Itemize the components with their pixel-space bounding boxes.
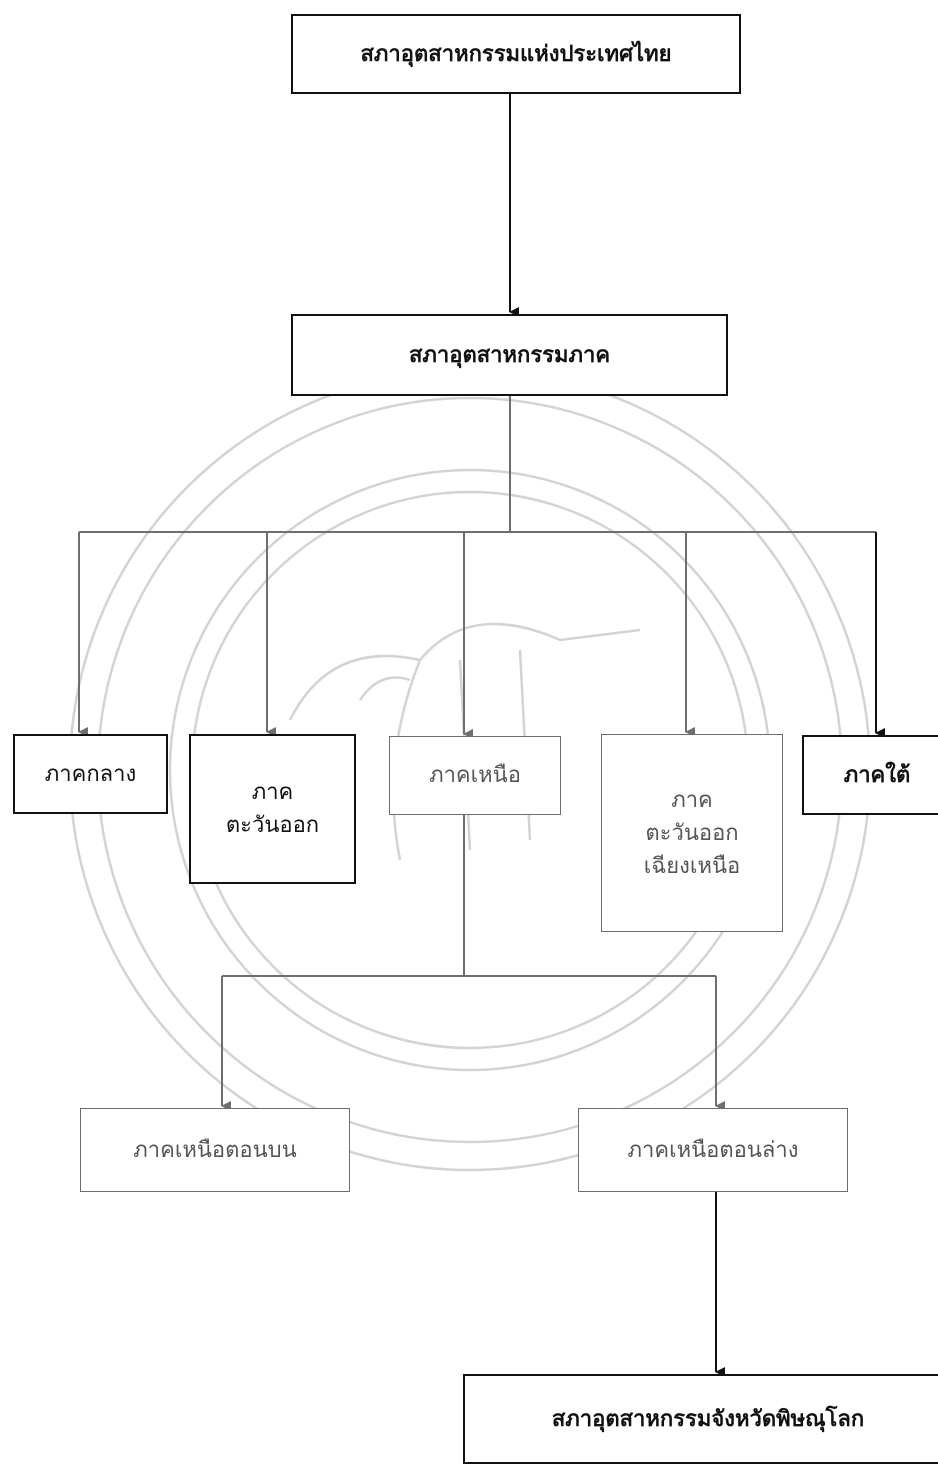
box-eastern-region: ภาค ตะวันออก — [189, 734, 356, 884]
label-eastern-region-line2: ตะวันออก — [225, 813, 320, 838]
label-phitsanulok-industry-council: สภาอุตสาหกรรมจังหวัดพิษณุโลก — [551, 1406, 865, 1432]
box-lower-northern-region: ภาคเหนือตอนล่าง — [578, 1108, 848, 1192]
label-southern-region: ภาคใต้ — [843, 762, 911, 788]
box-phitsanulok-industry-council: สภาอุตสาหกรรมจังหวัดพิษณุโลก — [463, 1374, 938, 1464]
box-federation-of-thai-industries: สภาอุตสาหกรรมแห่งประเทศไทย — [291, 14, 741, 94]
label-lower-northern-region: ภาคเหนือตอนล่าง — [627, 1137, 799, 1163]
box-regional-industry-council: สภาอุตสาหกรรมภาค — [291, 314, 728, 396]
label-central-region: ภาคกลาง — [44, 761, 137, 787]
box-southern-region: ภาคใต้ — [802, 735, 938, 815]
label-northeastern-region-line1: ภาค — [671, 787, 713, 813]
label-regional-industry-council: สภาอุตสาหกรรมภาค — [408, 342, 611, 368]
box-northern-region: ภาคเหนือ — [389, 736, 561, 815]
label-federation-of-thai-industries: สภาอุตสาหกรรมแห่งประเทศไทย — [360, 41, 672, 67]
box-upper-northern-region: ภาคเหนือตอนบน — [80, 1108, 350, 1192]
label-northern-region: ภาคเหนือ — [429, 763, 521, 788]
label-northeastern-region-line2: ตะวันออก — [645, 820, 739, 846]
connector-lines — [78, 94, 885, 1377]
box-central-region: ภาคกลาง — [13, 734, 168, 814]
label-northeastern-region-line3: เฉียงเหนือ — [643, 853, 741, 879]
label-upper-northern-region: ภาคเหนือตอนบน — [133, 1137, 297, 1163]
box-northeastern-region: ภาค ตะวันออก เฉียงเหนือ — [601, 734, 783, 932]
label-eastern-region-line1: ภาค — [251, 780, 294, 805]
